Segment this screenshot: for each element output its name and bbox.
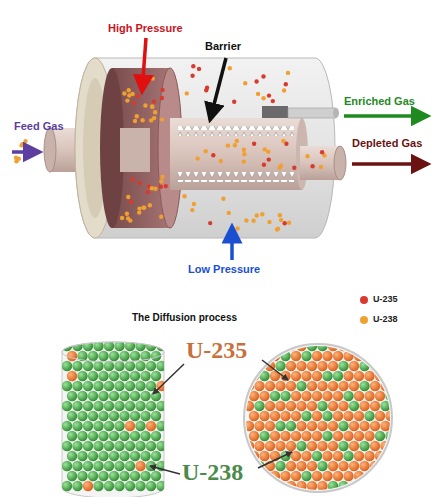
- isotope-label: U-235: [186, 337, 247, 365]
- legend-text: U-238: [373, 314, 398, 324]
- flow-label: Enriched Gas: [344, 95, 415, 108]
- flow-label: Feed Gas: [14, 120, 64, 133]
- pressure-label: High Pressure: [108, 22, 183, 35]
- legend-text: U-235: [373, 294, 398, 304]
- legend-swatch: [360, 316, 368, 324]
- isotope-label: U-238: [182, 459, 243, 487]
- caption: The Diffusion process: [132, 312, 237, 324]
- pressure-label: Low Pressure: [188, 263, 260, 276]
- flow-label: Depleted Gas: [352, 137, 422, 150]
- legend-swatch: [360, 296, 368, 304]
- part-label: Barrier: [205, 40, 241, 53]
